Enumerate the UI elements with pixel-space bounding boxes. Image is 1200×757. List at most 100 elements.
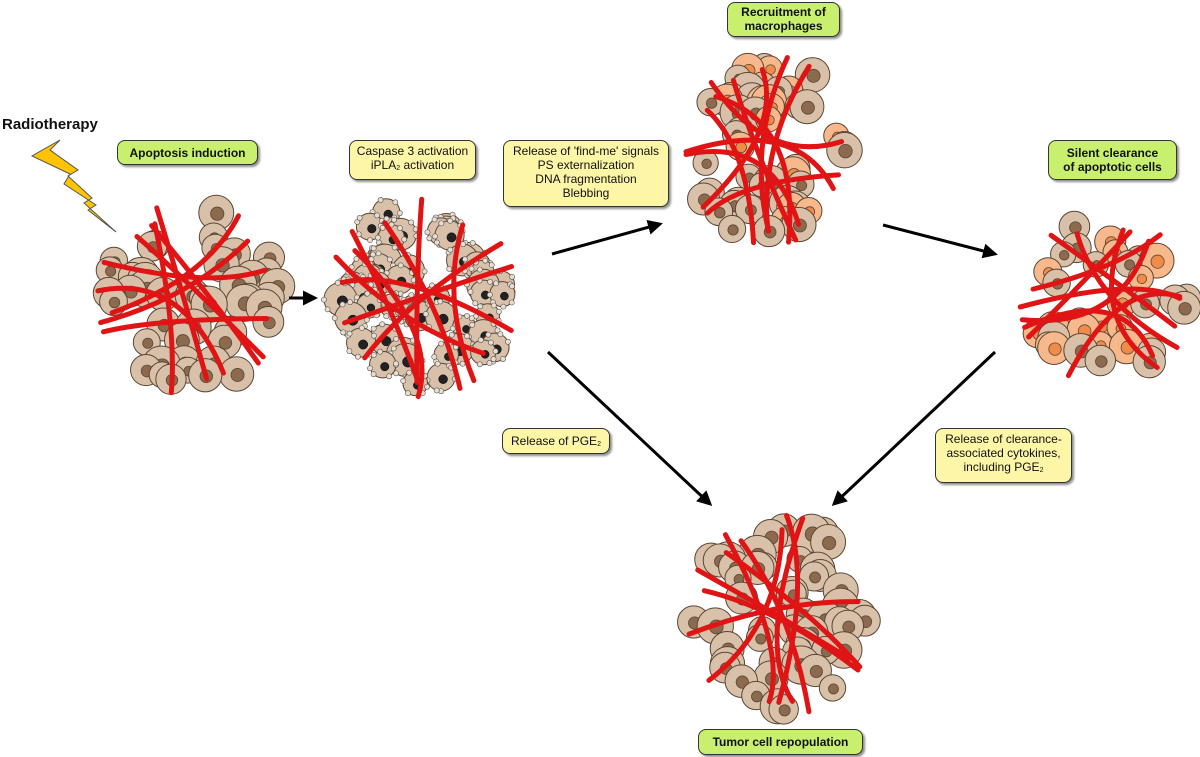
bleb bbox=[393, 370, 399, 377]
lightning-bolt-icon bbox=[30, 139, 117, 233]
nucleus bbox=[1124, 259, 1136, 271]
bleb bbox=[476, 361, 483, 368]
bleb bbox=[490, 302, 497, 309]
bleb bbox=[464, 333, 470, 339]
ps-line: PS externalization bbox=[537, 158, 635, 172]
blood-vessel bbox=[152, 221, 175, 396]
blood-vessel bbox=[1109, 227, 1160, 371]
nucleus bbox=[1150, 254, 1165, 269]
bleb bbox=[424, 229, 431, 236]
bleb bbox=[487, 278, 493, 285]
bleb bbox=[371, 332, 377, 339]
nucleus bbox=[1136, 273, 1148, 285]
nucleus bbox=[755, 633, 767, 645]
bleb bbox=[370, 245, 377, 252]
nucleus bbox=[1178, 302, 1192, 316]
bleb bbox=[469, 321, 476, 328]
bleb bbox=[449, 325, 456, 332]
nucleus bbox=[822, 535, 837, 551]
blood-vessel bbox=[758, 55, 790, 234]
bleb bbox=[434, 360, 441, 367]
bleb bbox=[421, 268, 428, 275]
bleb bbox=[334, 279, 341, 286]
blood-vessel bbox=[723, 550, 863, 670]
bleb bbox=[468, 315, 475, 322]
bleb bbox=[497, 331, 504, 338]
bleb bbox=[386, 373, 392, 380]
caspase-line: Caspase 3 activation bbox=[356, 144, 469, 158]
blood-vessel bbox=[776, 512, 801, 705]
blood-vessel bbox=[100, 316, 270, 335]
bleb bbox=[406, 369, 413, 376]
blood-vessel bbox=[339, 277, 514, 333]
bleb bbox=[370, 325, 377, 332]
bleb bbox=[433, 239, 440, 246]
nucleus bbox=[809, 665, 823, 679]
nucleus bbox=[727, 224, 739, 236]
bleb bbox=[356, 215, 363, 221]
bleb bbox=[500, 303, 507, 310]
bleb bbox=[339, 301, 346, 308]
bleb bbox=[508, 299, 515, 306]
nucleus bbox=[842, 620, 856, 634]
bleb bbox=[438, 220, 445, 227]
cluster-tumor-repopulation bbox=[677, 512, 881, 725]
blebbing-line: Blebbing bbox=[562, 186, 610, 200]
ipla2-line: iPLA2 activation bbox=[370, 158, 455, 172]
bleb bbox=[375, 250, 382, 257]
bleb bbox=[477, 303, 484, 310]
bleb bbox=[346, 348, 353, 354]
bleb bbox=[374, 212, 380, 219]
bleb bbox=[486, 360, 493, 366]
nucleus bbox=[801, 100, 815, 115]
bleb bbox=[375, 234, 381, 241]
bleb bbox=[370, 352, 377, 358]
bleb bbox=[397, 262, 404, 269]
arrow-to-macrophages bbox=[551, 219, 663, 256]
blood-vessel bbox=[1048, 232, 1178, 329]
bleb bbox=[367, 237, 373, 243]
blood-vessel bbox=[1022, 308, 1156, 359]
arrow-to-repopulation-left bbox=[546, 350, 713, 507]
cluster-silent-clearance bbox=[1017, 210, 1200, 379]
bleb bbox=[432, 233, 438, 240]
bleb bbox=[460, 241, 466, 248]
bleb bbox=[370, 371, 377, 378]
bleb bbox=[347, 299, 353, 306]
bleb bbox=[401, 236, 408, 243]
bleb bbox=[490, 356, 497, 363]
fragmented-nucleus bbox=[438, 374, 448, 384]
blood-vessel bbox=[109, 213, 242, 316]
bleb bbox=[424, 383, 430, 390]
bleb bbox=[446, 265, 453, 272]
bleb bbox=[405, 390, 411, 397]
nucleus bbox=[1048, 342, 1062, 356]
nucleus bbox=[778, 704, 791, 717]
bleb bbox=[447, 246, 454, 253]
nucleus bbox=[838, 144, 853, 159]
bleb bbox=[464, 312, 470, 319]
blood-vessel bbox=[683, 149, 802, 227]
nucleus bbox=[735, 675, 749, 689]
silent-clearance-label: Silent clearance of apoptotic cells bbox=[1048, 140, 1177, 180]
bleb bbox=[379, 224, 386, 231]
bleb bbox=[396, 210, 403, 217]
bleb bbox=[391, 216, 398, 223]
bleb bbox=[367, 365, 373, 372]
bleb bbox=[431, 353, 438, 360]
bleb bbox=[370, 251, 376, 258]
bleb bbox=[469, 240, 476, 246]
bleb bbox=[377, 197, 384, 203]
bleb bbox=[448, 331, 455, 338]
bleb bbox=[485, 331, 492, 338]
dna-line: DNA fragmentation bbox=[535, 172, 637, 186]
bleb bbox=[505, 338, 511, 345]
find-me-signals-note: Release of 'find-me' signals PS external… bbox=[503, 140, 669, 207]
nucleus bbox=[714, 207, 726, 219]
bleb bbox=[386, 256, 393, 263]
nucleus bbox=[1069, 221, 1082, 234]
nucleus bbox=[108, 296, 121, 309]
recruitment-label: Recruitment of macrophages bbox=[727, 2, 840, 37]
bleb bbox=[488, 262, 495, 268]
